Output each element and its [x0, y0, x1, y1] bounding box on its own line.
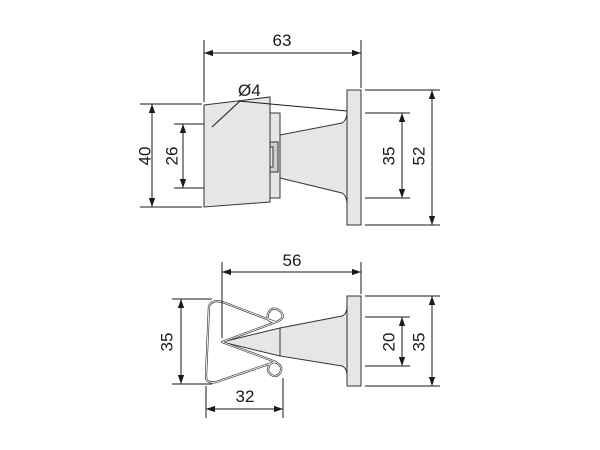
dim-label-26: 26	[162, 147, 181, 166]
dim-label-56: 56	[283, 251, 302, 270]
dim-label-20: 20	[379, 333, 398, 352]
dim-label-32: 32	[236, 387, 255, 406]
top-view: 63 Ø4 40 26 35 52	[135, 31, 440, 226]
dim-label-40: 40	[135, 147, 154, 166]
dim-label-35-left: 35	[157, 333, 176, 352]
dim-label-63: 63	[273, 31, 292, 50]
top-wall-plate	[346, 89, 362, 226]
dim-label-35-top: 35	[379, 147, 398, 166]
leader-diameter	[237, 100, 348, 112]
dim-label-52: 52	[409, 147, 428, 166]
bottom-view: 56 35 32 20 35	[157, 251, 440, 418]
leader-diameter-arm	[211, 100, 241, 128]
bottom-spring-tip	[221, 327, 281, 357]
dim-label-diameter: Ø4	[238, 81, 261, 100]
bottom-stem	[279, 305, 348, 377]
dim-label-35-right: 35	[409, 333, 428, 352]
wire-spring	[204, 299, 284, 384]
top-stem	[279, 111, 348, 206]
top-rubber-head	[203, 96, 271, 208]
bottom-wall-plate	[346, 295, 362, 387]
